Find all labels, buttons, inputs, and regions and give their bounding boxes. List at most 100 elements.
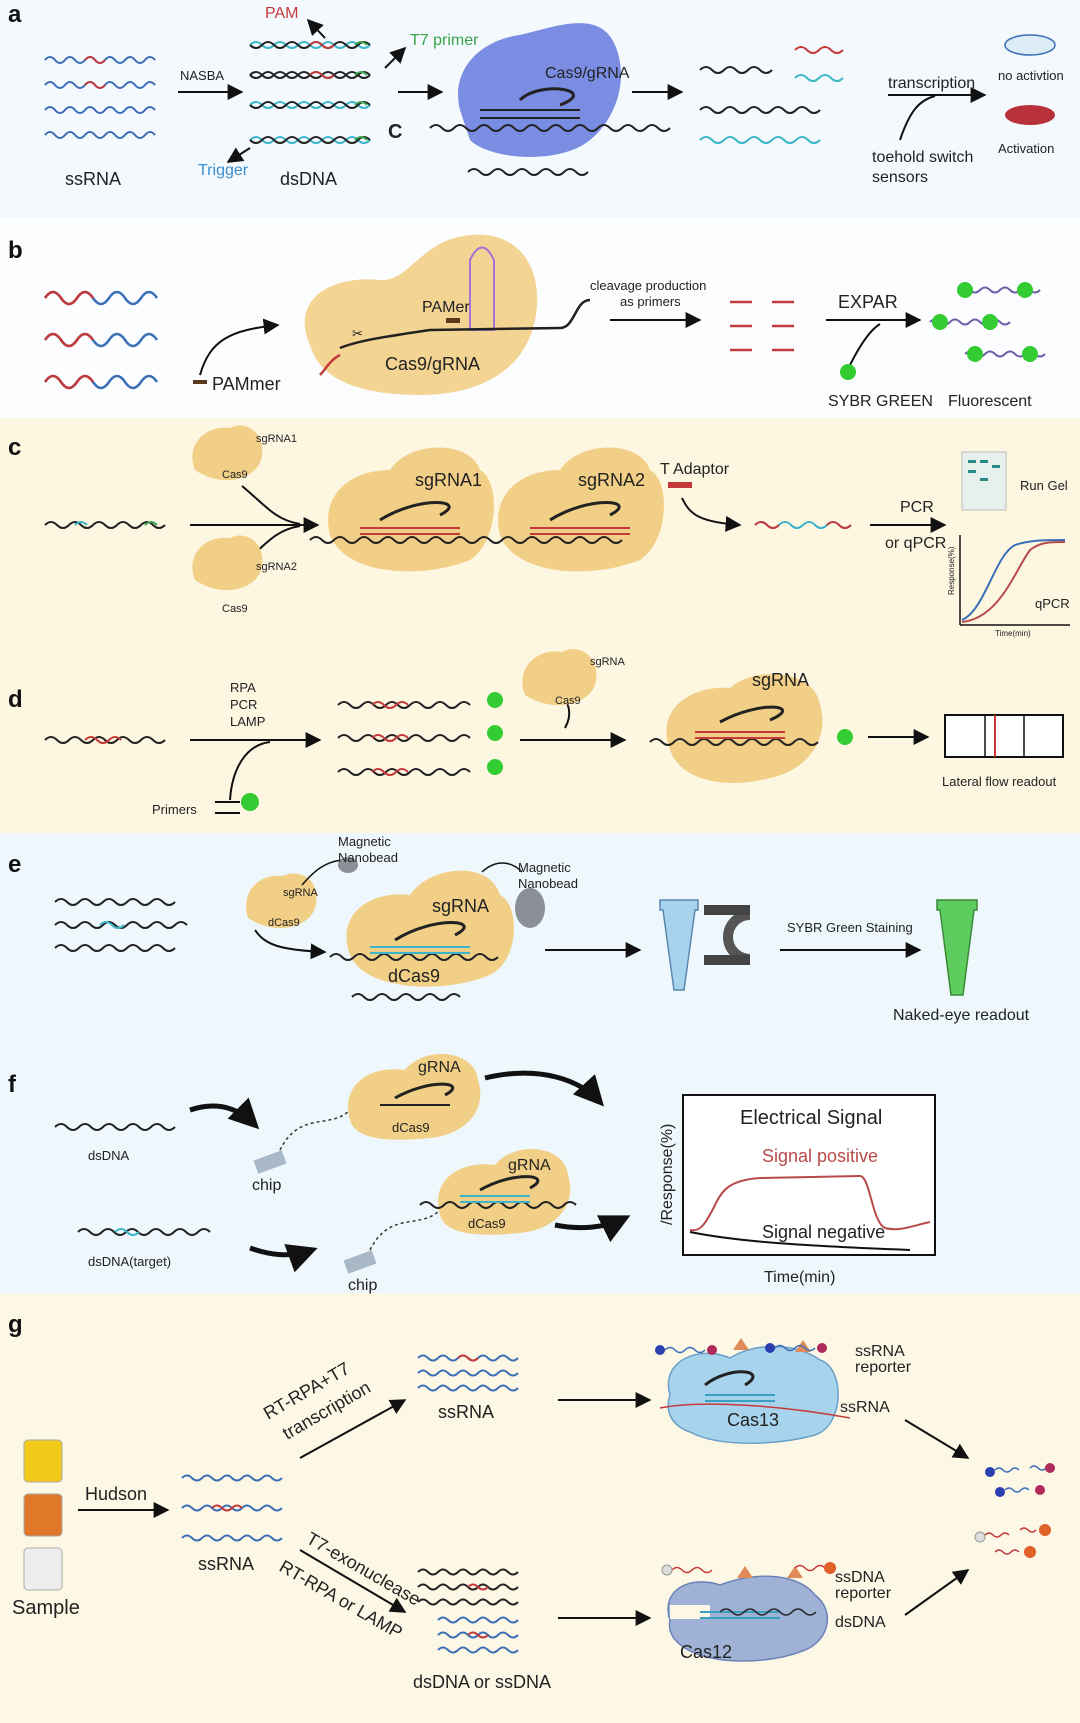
panel-f-linker-1	[279, 1109, 351, 1151]
panel-d-cas9-complex	[666, 673, 823, 783]
panel-e-dsdna-strands	[54, 898, 188, 952]
panel-c-qpcr-plot	[959, 535, 1070, 626]
panel-g-dsdna-ssdna-strands	[417, 1568, 519, 1654]
panel-f-positive-curve	[689, 1174, 931, 1232]
panel-f-arrow-1	[189, 1097, 260, 1130]
panel-b-rna-strands	[43, 290, 159, 390]
panel-e-staining-label: SYBR Green Staining	[787, 920, 913, 935]
panel-g-ssrna-reporter-label-2: reporter	[855, 1359, 912, 1376]
panel-c-time-label: Time(min)	[995, 629, 1031, 638]
panel-g-cas12-out-arrow	[904, 1569, 970, 1616]
panel-f-y-axis: /Response(%)	[659, 1124, 676, 1225]
panel-b-cleavage-label-2: as primers	[620, 294, 681, 309]
panel-a-nasba-label: NASBA	[180, 68, 224, 83]
panel-g-dsdna-strand-label: dsDNA	[835, 1614, 886, 1631]
panel-e-dcas9-small: dCas9	[268, 917, 300, 929]
panel-b-sybr-dot	[840, 364, 856, 380]
panel-d-lateral-label: Lateral flow readout	[942, 774, 1057, 789]
panel-b-cleavage-label-1: cleavage production	[590, 278, 706, 293]
panel-b-expar-label: EXPAR	[838, 292, 898, 312]
panel-b-pammer-label: PAMmer	[212, 374, 281, 394]
panel-b-primer-fragments	[730, 300, 794, 352]
panel-g-cas13-label: Cas13	[727, 1410, 779, 1430]
panel-d-pcr-label: PCR	[230, 697, 257, 712]
panel-c-pcr-label: PCR	[900, 499, 934, 516]
panel-a-t7-arrow	[384, 46, 407, 69]
panel-a-no-activation-oval	[1004, 34, 1056, 56]
panel-e-nanobead-1	[338, 857, 358, 873]
panel-g-lower-arrow	[299, 1549, 407, 1613]
panel-f-x-axis: Time(min)	[764, 1269, 835, 1286]
panel-f-dcas9-2-label: dCas9	[468, 1216, 506, 1231]
panel-g-cas12-spike-2	[787, 1566, 803, 1578]
panel-c-cas9-2-blob	[192, 535, 263, 591]
panel-f-grna-loop-1	[394, 1082, 455, 1100]
panel-c-sgrna2-small: sgRNA2	[256, 561, 297, 573]
panel-f-arrow-3	[249, 1244, 318, 1273]
panel-g-cas13-duplex	[705, 1394, 775, 1402]
panel-d-sgrna-label: sgRNA	[752, 670, 809, 690]
panel-d-bound-dot	[837, 729, 853, 745]
panel-c-qpcr-or-label: or qPCR	[885, 535, 946, 552]
panel-f-positive-label: Signal positive	[762, 1146, 878, 1166]
panel-a-ssrna-label: ssRNA	[65, 169, 121, 189]
panel-a-activation-label: Activation	[998, 141, 1054, 156]
panel-d-primers-label: Primers	[152, 802, 197, 817]
panel-f-negative-label: Signal negative	[762, 1222, 885, 1242]
panel-g-sample-cups	[23, 1439, 63, 1591]
panel-d-primer-dot	[241, 793, 259, 811]
panel-c-bound-dsdna	[309, 536, 623, 544]
panel-d-primer-curve	[229, 741, 271, 801]
panel-f-chip-2	[343, 1250, 377, 1274]
panel-e-bead-tether-1	[301, 859, 343, 886]
panel-g-ssrna-strand-label: ssRNA	[840, 1399, 890, 1416]
panel-c-qpcr-label: qPCR	[1035, 596, 1070, 611]
panel-f-target-dsdna	[77, 1228, 211, 1236]
panel-a-toehold-curve	[899, 95, 936, 141]
panel-a-trigger-arrow	[226, 147, 251, 163]
panel-f-target-teal	[114, 1228, 140, 1236]
panel-a-t7-primer-label: T7 primer	[410, 32, 479, 49]
panel-e-magnet-pole-2	[704, 955, 750, 965]
panel-d-cas9-small: Cas9	[555, 695, 581, 707]
panel-e-nanobead-1-label: Nanobead	[338, 850, 398, 865]
panel-f-arrow-4	[554, 1215, 631, 1243]
panel-e-bind-arrow	[254, 929, 327, 960]
panel-a-no-activation-label: no activtion	[998, 68, 1064, 83]
panel-f-negative-curve	[689, 1231, 911, 1251]
panel-b-pammer-arrow	[199, 318, 280, 376]
panel-c-adaptor-mark	[668, 482, 692, 488]
panel-e-nanobead-2	[515, 888, 545, 928]
panel-f-arrow-2	[484, 1070, 605, 1107]
panel-a-pam-label: PAM	[265, 5, 298, 22]
panel-g-ssrna-center-label: ssRNA	[198, 1554, 254, 1574]
panel-a-activation-oval	[1005, 105, 1055, 125]
panel-e-naked-eye-label: Naked-eye readout	[893, 1007, 1030, 1024]
panel-e-magnet-pole-1	[704, 905, 750, 915]
panel-a-strand-below	[467, 168, 589, 176]
panel-c-dsdna-teal	[74, 521, 88, 526]
panel-g-letter: g	[8, 1311, 23, 1338]
panel-e-tube-icon	[659, 899, 699, 991]
panel-g-cas12-duplex	[700, 1611, 780, 1619]
panel-b-sybr-label: SYBR GREEN	[828, 393, 933, 410]
panel-c-grna-loop-2	[549, 501, 621, 522]
panel-g-cleaved-reporters-dna	[974, 1524, 1051, 1558]
panel-d-bound-dsdna	[649, 738, 819, 746]
panel-g-background	[0, 1293, 1080, 1723]
panel-g-sample-label: Sample	[12, 1597, 80, 1619]
panel-f-grna-loop-2	[479, 1175, 540, 1192]
panel-b-pammer-mark	[193, 380, 207, 384]
panel-g-cas12-dsdna	[719, 1608, 817, 1616]
panel-c-sgrna2-label: sgRNA2	[578, 470, 645, 490]
panel-e-bound-dsdna	[329, 953, 499, 961]
panel-a-grna-loop	[518, 87, 575, 107]
panel-c-response-label: Response(%)	[947, 546, 956, 595]
panel-a-ssrna-strands	[44, 56, 156, 139]
panel-d-amplicons	[337, 692, 503, 776]
panel-c-adaptor-label: T Adaptor	[660, 461, 730, 478]
panel-e-grna-loop	[394, 921, 466, 942]
panel-b-grna-hairpin	[469, 246, 495, 331]
panel-f-linker-2	[369, 1209, 441, 1251]
panel-f-electrical-title: Electrical Signal	[740, 1107, 882, 1129]
